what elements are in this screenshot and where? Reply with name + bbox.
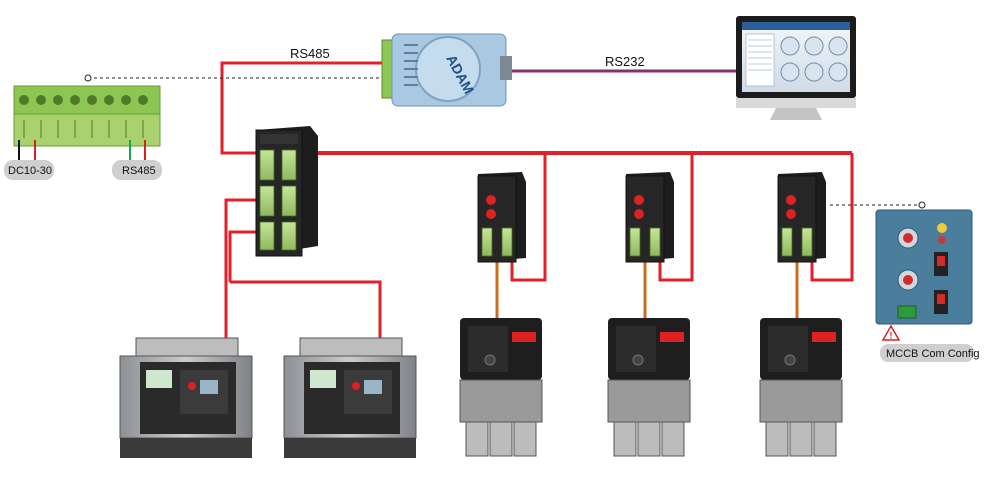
rs485-pill: RS485 — [112, 160, 162, 180]
rs485-pill-label: RS485 — [122, 165, 156, 177]
acb2-line — [230, 280, 382, 338]
terminal-screws — [19, 95, 148, 105]
mccb-config-label: MCCB Com Config — [886, 348, 980, 360]
wires — [84, 61, 926, 338]
power-pill: DC10-30 — [4, 160, 54, 180]
drop-3 — [810, 153, 854, 282]
rs232-label: RS232 — [605, 54, 645, 69]
air-circuit-breaker-2 — [283, 337, 417, 458]
drop-1 — [510, 153, 547, 282]
controller-module-3 — [777, 172, 826, 263]
mccb-config-panel — [875, 209, 973, 325]
warning-triangle-icon: ! — [881, 324, 901, 341]
drop-2 — [658, 153, 694, 282]
controller-module-1 — [477, 172, 526, 263]
power-pill-label: DC10-30 — [8, 165, 52, 177]
mccb-config-pill: MCCB Com Config — [880, 344, 980, 362]
adam-converter: ADAM — [381, 33, 512, 107]
rs485-label: RS485 — [290, 46, 330, 61]
monitor — [736, 16, 856, 120]
terminal-block — [13, 85, 161, 162]
mccb-1 — [459, 318, 543, 457]
acb1-line — [224, 198, 256, 338]
mccb-3 — [759, 318, 843, 457]
callout-config-dot — [918, 201, 926, 209]
hub-loop-line — [228, 230, 256, 282]
controller-module-2 — [625, 172, 674, 263]
rs485-line — [220, 61, 386, 155]
svg-text:!: ! — [890, 331, 893, 341]
mccb-2 — [607, 318, 691, 457]
air-circuit-breaker-1 — [119, 337, 253, 458]
callout-terminal-dot — [84, 74, 92, 82]
hub-module — [255, 126, 318, 257]
